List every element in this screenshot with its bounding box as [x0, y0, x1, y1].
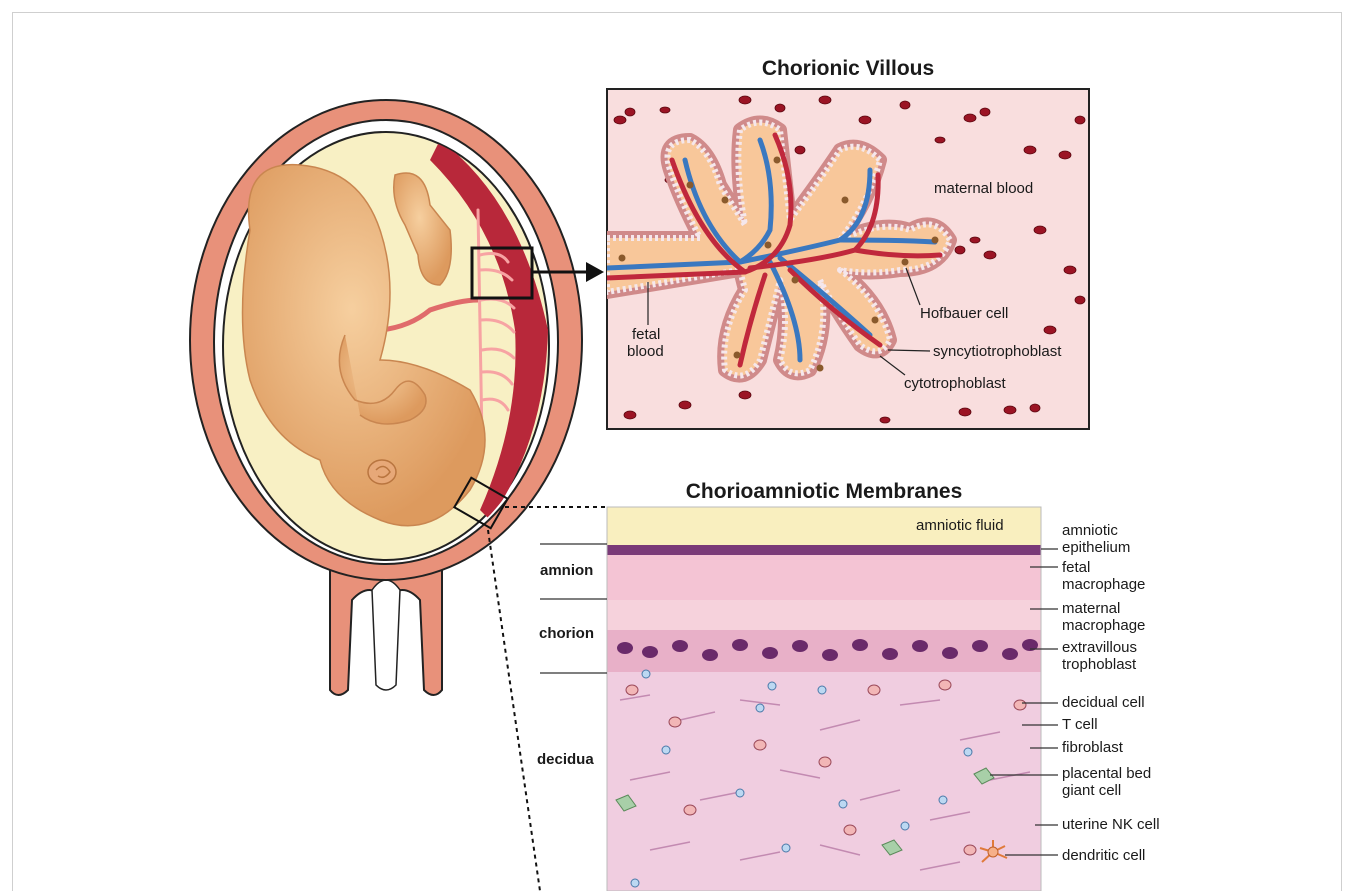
label-line: trophoblast: [1062, 656, 1137, 673]
layer-amnion: amnion: [540, 562, 593, 579]
villous-title: Chorionic Villous: [762, 57, 934, 81]
label-hofbauer-cell: Hofbauer cell: [920, 305, 1008, 322]
label-maternal-macrophage: maternal macrophage: [1062, 600, 1145, 634]
label-decidual-cell: decidual cell: [1062, 694, 1145, 711]
label-amniotic-epithelium: amniotic epithelium: [1062, 522, 1130, 556]
label-uterine-nk-cell: uterine NK cell: [1062, 816, 1160, 833]
label-fibroblast: fibroblast: [1062, 739, 1123, 756]
label-line: maternal: [1062, 600, 1145, 617]
label-line: fetal: [1062, 559, 1145, 576]
label-cytotrophoblast: cytotrophoblast: [904, 375, 1006, 392]
label-line: giant cell: [1062, 782, 1151, 799]
label-extravillous-trophoblast: extravillous trophoblast: [1062, 639, 1137, 673]
label-line: amniotic: [1062, 522, 1130, 539]
layer-decidua: decidua: [537, 751, 594, 768]
label-fetal-blood-line1: fetal: [632, 326, 660, 343]
label-placental-bed-giant-cell: placental bed giant cell: [1062, 765, 1151, 799]
layer-chorion: chorion: [539, 625, 594, 642]
label-syncytiotrophoblast: syncytiotrophoblast: [933, 343, 1061, 360]
label-amniotic-fluid: amniotic fluid: [916, 517, 1004, 534]
label-line: placental bed: [1062, 765, 1151, 782]
membranes-title: Chorioamniotic Membranes: [686, 480, 963, 504]
label-fetal-blood-line2: blood: [627, 343, 664, 360]
label-line: epithelium: [1062, 539, 1130, 556]
label-line: macrophage: [1062, 617, 1145, 634]
label-line: macrophage: [1062, 576, 1145, 593]
label-maternal-blood: maternal blood: [934, 180, 1033, 197]
label-line: extravillous: [1062, 639, 1137, 656]
label-t-cell: T cell: [1062, 716, 1098, 733]
villous-panel: [607, 89, 1089, 429]
uterus-illustration: [190, 100, 607, 891]
label-dendritic-cell: dendritic cell: [1062, 847, 1145, 864]
label-fetal-macrophage: fetal macrophage: [1062, 559, 1145, 593]
membranes-panel: [607, 507, 1041, 891]
